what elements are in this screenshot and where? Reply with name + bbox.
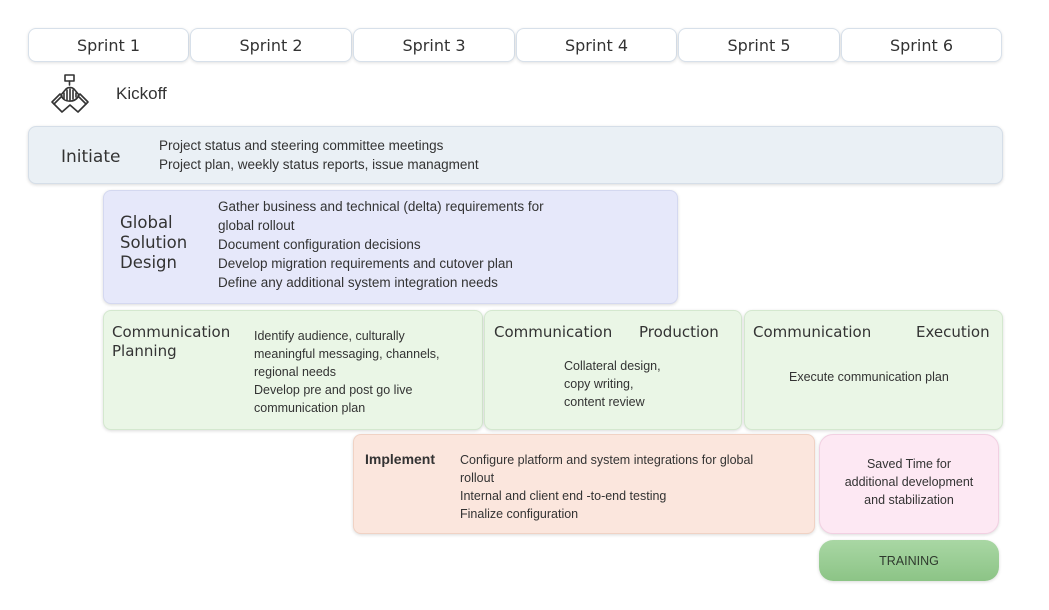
communication-production-title-right: Production xyxy=(639,323,719,341)
text-line: additional development xyxy=(844,475,974,489)
text-line: meaningful messaging, channels, xyxy=(254,347,440,361)
initiate-title: Initiate xyxy=(61,147,121,167)
communication-production-text: Collateral design, copy writing, content… xyxy=(564,357,661,411)
text-line: copy writing, xyxy=(564,377,634,391)
text-line: Document configuration decisions xyxy=(218,237,421,252)
text-line: Finalize configuration xyxy=(460,507,579,521)
text-line: Collateral design, xyxy=(564,359,661,373)
training-label: TRAINING xyxy=(879,553,939,568)
communication-execution-box: Communication Execution Execute communic… xyxy=(744,310,1003,430)
sprint-label: Sprint 6 xyxy=(889,35,953,55)
sprint-label: Sprint 5 xyxy=(727,35,791,55)
global-solution-design-text: Gather business and technical (delta) re… xyxy=(218,197,544,292)
text-line: rollout xyxy=(460,471,495,485)
communication-planning-box: Communication Planning Identify audience… xyxy=(103,310,483,430)
global-solution-design-title: Global Solution Design xyxy=(120,213,187,273)
sprint-label: Sprint 2 xyxy=(239,35,303,55)
sprint-label: Sprint 4 xyxy=(564,35,628,55)
implement-box: Implement Configure platform and system … xyxy=(353,434,815,534)
text-line: communication plan xyxy=(254,401,366,415)
communication-execution-title-right: Execution xyxy=(916,323,990,341)
text-line: Project plan, weekly status reports, iss… xyxy=(159,157,479,172)
communication-planning-text: Identify audience, culturally meaningful… xyxy=(254,327,440,417)
title-line: Global xyxy=(120,213,173,232)
sprint-header-4: Sprint 4 xyxy=(516,28,677,62)
sprint-header-5: Sprint 5 xyxy=(678,28,840,62)
text-line: Identify audience, culturally xyxy=(254,329,405,343)
text-line: Develop migration requirements and cutov… xyxy=(218,256,513,271)
title-line: Communication xyxy=(112,323,231,341)
text-line: Saved Time for xyxy=(866,457,952,471)
title-line: Solution xyxy=(120,233,188,252)
sprint-header-2: Sprint 2 xyxy=(190,28,352,62)
training-pill: TRAINING xyxy=(819,540,999,581)
initiate-text: Project status and steering committee me… xyxy=(159,136,479,174)
kickoff-label: Kickoff xyxy=(116,84,167,103)
initiate-box: Initiate Project status and steering com… xyxy=(28,126,1003,184)
text-line: Define any additional system integration… xyxy=(218,275,498,290)
text-line: content review xyxy=(564,395,645,409)
communication-execution-text: Execute communication plan xyxy=(789,370,949,384)
text-line: and stabilization xyxy=(864,493,954,507)
communication-execution-title-left: Communication xyxy=(753,323,872,341)
communication-production-box: Communication Production Collateral desi… xyxy=(484,310,742,430)
text-line: Develop pre and post go live xyxy=(254,383,413,397)
sprint-header-3: Sprint 3 xyxy=(353,28,515,62)
saved-time-text: Saved Time for additional development an… xyxy=(820,455,998,509)
saved-time-box: Saved Time for additional development an… xyxy=(819,434,999,534)
implement-text: Configure platform and system integratio… xyxy=(460,451,753,523)
text-line: global rollout xyxy=(218,218,295,233)
sprint-label: Sprint 3 xyxy=(402,35,466,55)
global-solution-design-box: Global Solution Design Gather business a… xyxy=(103,190,678,304)
implement-title: Implement xyxy=(365,451,436,467)
sprint-header-6: Sprint 6 xyxy=(841,28,1002,62)
title-line: Design xyxy=(120,253,177,272)
text-line: Gather business and technical (delta) re… xyxy=(218,199,544,214)
handshake-icon xyxy=(51,74,89,113)
sprint-label: Sprint 1 xyxy=(76,35,140,55)
text-line: Project status and steering committee me… xyxy=(159,138,444,153)
title-line: Planning xyxy=(112,342,177,360)
text-line: regional needs xyxy=(254,365,337,379)
text-line: Configure platform and system integratio… xyxy=(460,453,754,467)
communication-production-title-left: Communication xyxy=(494,323,613,341)
text-line: Internal and client end -to-end testing xyxy=(460,489,667,503)
communication-planning-title: Communication Planning xyxy=(112,323,230,361)
kickoff-row: Kickoff xyxy=(48,72,167,116)
sprint-header-1: Sprint 1 xyxy=(28,28,189,62)
